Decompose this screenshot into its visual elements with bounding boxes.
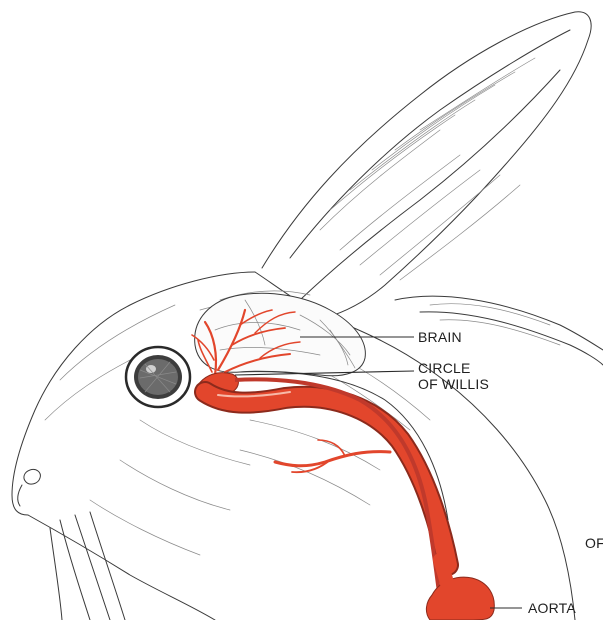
aorta-label: AORTA: [528, 600, 576, 616]
rabbit-whiskers: [50, 512, 125, 620]
aorta-vessel: [426, 560, 494, 620]
carotid-artery: [205, 392, 448, 565]
rabbit-eye: [126, 347, 190, 407]
cut-off-label: OF: [585, 535, 603, 551]
rabbit-ear: [262, 12, 591, 318]
brain-shape: [195, 293, 366, 375]
rabbit-nose: [18, 469, 41, 506]
circle-of-willis-label-line2: OF WILLIS: [418, 376, 489, 392]
circle-of-willis-label-line1: CIRCLE: [418, 360, 471, 376]
brain-label: BRAIN: [418, 329, 462, 345]
